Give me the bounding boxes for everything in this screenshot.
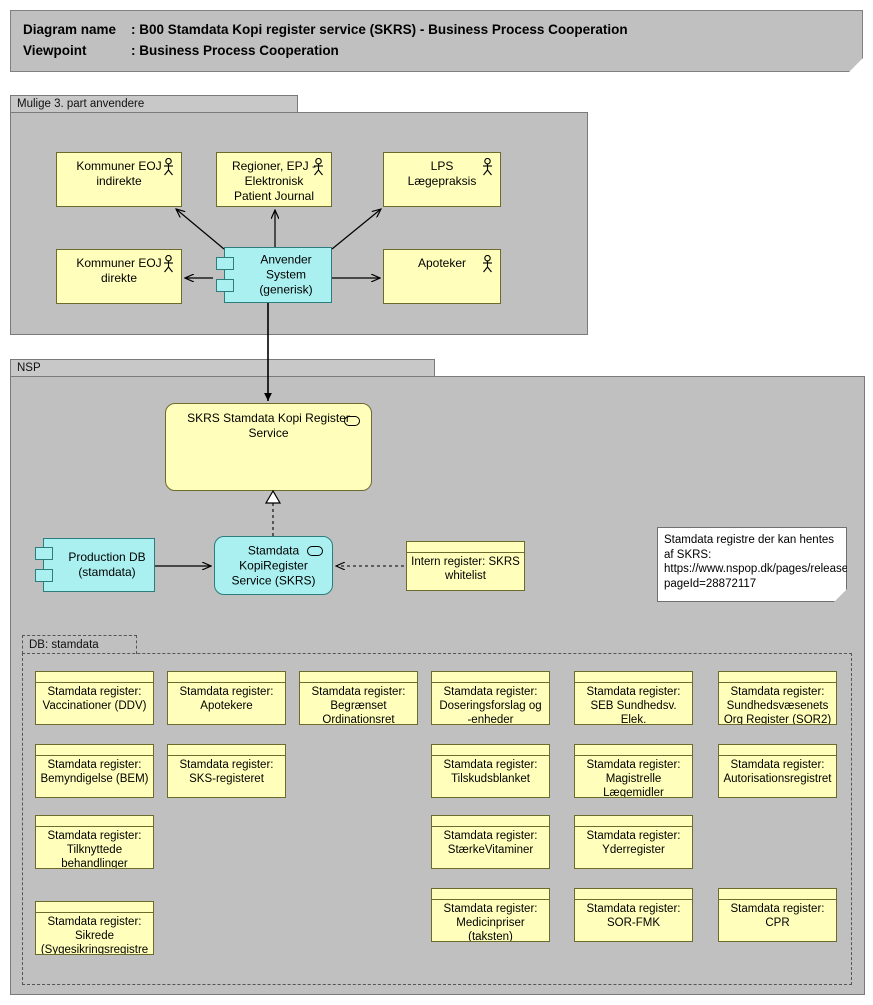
- register-header-stripe: [432, 672, 549, 683]
- register-box[interactable]: Stamdata register: Magistrelle Lægemidle…: [574, 744, 693, 798]
- register-header-stripe: [432, 889, 549, 900]
- register-box[interactable]: Stamdata register: Yderregister: [574, 815, 693, 869]
- register-label: Stamdata register: Tilknyttede behandlin…: [47, 830, 142, 869]
- component-production-db[interactable]: Production DB (stamdata): [35, 538, 155, 592]
- register-box[interactable]: Stamdata register: Bemyndigelse (BEM): [35, 744, 154, 798]
- register-label: Stamdata register: SEB Sundhedsv. Elek. …: [586, 686, 681, 725]
- actor-kommuner-eoj-direkte[interactable]: Kommuner EOJ direkte: [56, 249, 182, 304]
- register-box[interactable]: Stamdata register: Sundhedsvæsenets Org …: [718, 671, 837, 725]
- register-label: Stamdata register: Medicinpriser (takste…: [443, 903, 538, 942]
- register-box[interactable]: Stamdata register: SEB Sundhedsv. Elek. …: [574, 671, 693, 725]
- register-box[interactable]: Stamdata register: Doseringsforslag og -…: [431, 671, 550, 725]
- register-box[interactable]: Stamdata register: Autorisationsregistre…: [718, 744, 837, 798]
- register-header-stripe: [432, 816, 549, 827]
- component-tab-lower: [35, 569, 53, 582]
- component-anvender-system[interactable]: Anvender System (generisk): [216, 247, 332, 303]
- actor-regioner-epj[interactable]: Regioner, EPJ - Elektronisk Patient Jour…: [216, 152, 332, 207]
- register-header-stripe: [575, 889, 692, 900]
- register-header-stripe: [300, 672, 417, 683]
- register-header-stripe: [36, 672, 153, 683]
- interface-oval-icon: [307, 546, 323, 556]
- register-label: Stamdata register: Bemyndigelse (BEM): [40, 759, 149, 785]
- register-box[interactable]: Stamdata register: Sikrede (Sygesikrings…: [35, 901, 154, 955]
- component-label: Production DB (stamdata): [68, 550, 146, 579]
- diagram-name-key: Diagram name: [23, 22, 117, 37]
- register-label: Stamdata register: CPR: [730, 903, 825, 929]
- register-box[interactable]: Stamdata register: Vaccinationer (DDV): [35, 671, 154, 725]
- actor-icon: [483, 158, 492, 176]
- register-header-stripe: [168, 745, 285, 756]
- component-tab-lower: [216, 279, 234, 292]
- actor-icon: [314, 158, 323, 176]
- actor-label: Apoteker: [417, 256, 467, 270]
- register-label: Stamdata register: SKS-registeret: [179, 759, 274, 785]
- register-box[interactable]: Stamdata register: StærkeVitaminer: [431, 815, 550, 869]
- register-label: Stamdata register: Begrænset Ordinations…: [311, 686, 406, 725]
- register-box[interactable]: Stamdata register: CPR: [718, 888, 837, 942]
- service-label: SKRS Stamdata Kopi Register Service: [187, 411, 350, 440]
- register-label: Stamdata register: Sundhedsvæsenets Org …: [723, 686, 832, 725]
- register-label: Stamdata register: Autorisationsregistre…: [723, 759, 832, 785]
- actor-lps-laegepraksis[interactable]: LPS Lægepraksis: [383, 152, 501, 207]
- service-stamdata-kopiregister[interactable]: Stamdata KopiRegister Service (SKRS): [214, 536, 333, 595]
- register-header-stripe: [36, 902, 153, 913]
- register-label: Stamdata register: Apotekere: [179, 686, 274, 712]
- register-header-stripe: [575, 816, 692, 827]
- actor-icon: [164, 158, 173, 176]
- viewpoint-line: Viewpoint : Business Process Cooperation: [23, 43, 339, 58]
- register-label: Stamdata register: Magistrelle Lægemidle…: [586, 759, 681, 798]
- register-label: Stamdata register: Tilskudsblanket: [443, 759, 538, 785]
- actor-label: Kommuner EOJ direkte: [76, 256, 162, 285]
- register-label: Stamdata register: StærkeVitaminer: [443, 830, 538, 856]
- note-text: Stamdata registre der kan hentes af SKRS…: [664, 534, 873, 590]
- viewpoint-key: Viewpoint: [23, 43, 87, 58]
- register-header-stripe: [36, 816, 153, 827]
- note-stamdata-registre[interactable]: Stamdata registre der kan hentes af SKRS…: [657, 527, 847, 602]
- component-tab-upper: [216, 257, 234, 270]
- register-label: Stamdata register: Yderregister: [586, 830, 681, 856]
- actor-apoteker[interactable]: Apoteker: [383, 249, 501, 304]
- component-tab-upper: [35, 547, 53, 560]
- actor-icon: [483, 255, 492, 273]
- interface-oval-icon: [344, 416, 360, 426]
- actor-label: Regioner, EPJ - Elektronisk Patient Jour…: [231, 159, 316, 203]
- register-header-stripe: [575, 745, 692, 756]
- register-header-stripe: [719, 745, 836, 756]
- actor-label: Kommuner EOJ indirekte: [76, 159, 162, 188]
- register-header-stripe: [407, 542, 524, 553]
- register-box[interactable]: Stamdata register: Medicinpriser (takste…: [431, 888, 550, 942]
- register-header-stripe: [432, 745, 549, 756]
- register-box[interactable]: Stamdata register: Tilknyttede behandlin…: [35, 815, 154, 869]
- group-tab-third-party[interactable]: Mulige 3. part anvendere: [10, 95, 298, 113]
- service-skrs-stamdata-kopi-register[interactable]: SKRS Stamdata Kopi Register Service: [165, 403, 372, 491]
- register-header-stripe: [36, 745, 153, 756]
- register-box[interactable]: Stamdata register: Begrænset Ordinations…: [299, 671, 418, 725]
- viewpoint-value: : Business Process Cooperation: [131, 43, 339, 58]
- actor-icon: [164, 255, 173, 273]
- actor-label: LPS Lægepraksis: [407, 159, 477, 188]
- register-header-stripe: [168, 672, 285, 683]
- actor-kommuner-eoj-indirekte[interactable]: Kommuner EOJ indirekte: [56, 152, 182, 207]
- group-tab-db-stamdata[interactable]: DB: stamdata: [22, 635, 137, 654]
- register-skrs-whitelist[interactable]: Intern register: SKRS whitelist: [406, 541, 525, 591]
- group-db-stamdata: [22, 653, 852, 985]
- register-label: Intern register: SKRS whitelist: [411, 556, 520, 582]
- register-box[interactable]: Stamdata register: Tilskudsblanket: [431, 744, 550, 798]
- service-label: Stamdata KopiRegister Service (SKRS): [231, 543, 316, 587]
- diagram-name-line: Diagram name : B00 Stamdata Kopi register…: [23, 22, 628, 37]
- register-box[interactable]: Stamdata register: SOR-FMK: [574, 888, 693, 942]
- component-label: Anvender System (generisk): [259, 252, 313, 297]
- register-box[interactable]: Stamdata register: Apotekere: [167, 671, 286, 725]
- group-tab-nsp[interactable]: NSP: [10, 359, 435, 377]
- register-label: Stamdata register: SOR-FMK: [586, 903, 681, 929]
- diagram-title-banner: Diagram name : B00 Stamdata Kopi register…: [10, 10, 863, 72]
- register-header-stripe: [719, 889, 836, 900]
- register-label: Stamdata register: Vaccinationer (DDV): [42, 686, 147, 712]
- register-label: Stamdata register: Sikrede (Sygesikrings…: [40, 916, 149, 955]
- diagram-name-value: : B00 Stamdata Kopi register service (SK…: [131, 22, 628, 37]
- register-label: Stamdata register: Doseringsforslag og -…: [439, 686, 542, 725]
- register-box[interactable]: Stamdata register: SKS-registeret: [167, 744, 286, 798]
- register-header-stripe: [719, 672, 836, 683]
- register-header-stripe: [575, 672, 692, 683]
